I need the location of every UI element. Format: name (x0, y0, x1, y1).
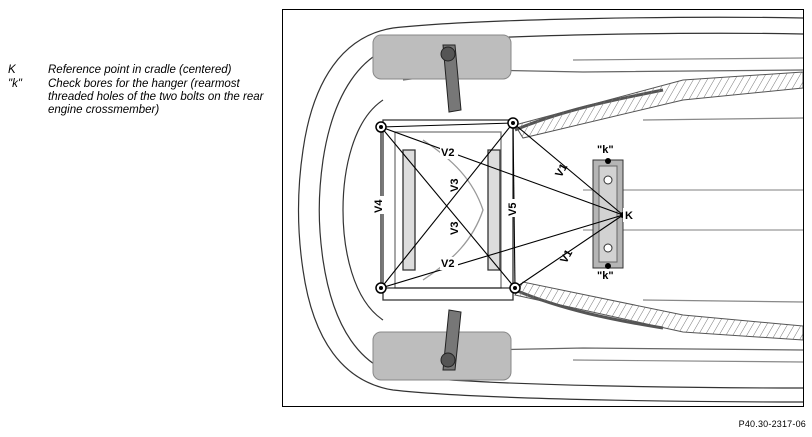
line-v1-top (512, 122, 624, 216)
point-rear-left-top-center (511, 121, 515, 125)
line-v3-a (380, 126, 516, 289)
legend-row-k-reference: K Reference point in cradle (centered) (8, 64, 270, 77)
label-v5: V5 (507, 203, 519, 216)
left-longitudinal-rail (514, 71, 803, 139)
legend-row-check-bores: "k" Check bores for the hanger (rearmost… (8, 78, 270, 117)
rear-engine-crossmember (592, 158, 624, 269)
label-v1-bottom: V1 (558, 248, 575, 266)
underbody-diagram: V2 V2 V3 V3 V4 V5 V1 V1 K "k" "k" (282, 9, 804, 407)
figure-reference: P40.30-2317-06 (738, 419, 806, 429)
label-k: K (625, 210, 633, 222)
label-v3-top: V3 (449, 179, 461, 192)
label-v4: V4 (373, 199, 385, 213)
label-v2-top: V2 (441, 147, 454, 159)
line-v2-top (380, 122, 514, 128)
line-v1-bottom (514, 214, 624, 289)
line-v1-a (380, 126, 624, 216)
legend-key: K (8, 64, 16, 76)
legend: K Reference point in cradle (centered) "… (8, 64, 270, 118)
diagram-labels: V2 V2 V3 V3 V4 V5 V1 V1 K "k" "k" (371, 143, 635, 282)
line-v3-b (380, 122, 514, 289)
label-v3-bottom: V3 (449, 222, 461, 235)
legend-key: "k" (8, 78, 22, 90)
point-front-left-top-center (379, 125, 383, 129)
check-bore-k-top (605, 158, 611, 164)
legend-description: Check bores for the hanger (rearmost thr… (48, 78, 264, 116)
point-rear-left-bottom-center (513, 286, 517, 290)
check-bore-k-bottom (605, 263, 611, 269)
measurement-lines (380, 122, 624, 289)
right-longitudinal-rail (514, 281, 803, 341)
legend-description: Reference point in cradle (centered) (48, 64, 232, 76)
point-front-left-bottom-center (379, 286, 383, 290)
label-k-top: "k" (597, 144, 614, 156)
line-v1-b (380, 214, 624, 289)
label-v1-top: V1 (553, 162, 570, 180)
underbody-drawing: V2 V2 V3 V3 V4 V5 V1 V1 K "k" "k" (297, 16, 803, 403)
axle-shafts (440, 44, 462, 371)
label-v2-bottom: V2 (441, 258, 454, 270)
label-k-bottom: "k" (597, 270, 614, 282)
